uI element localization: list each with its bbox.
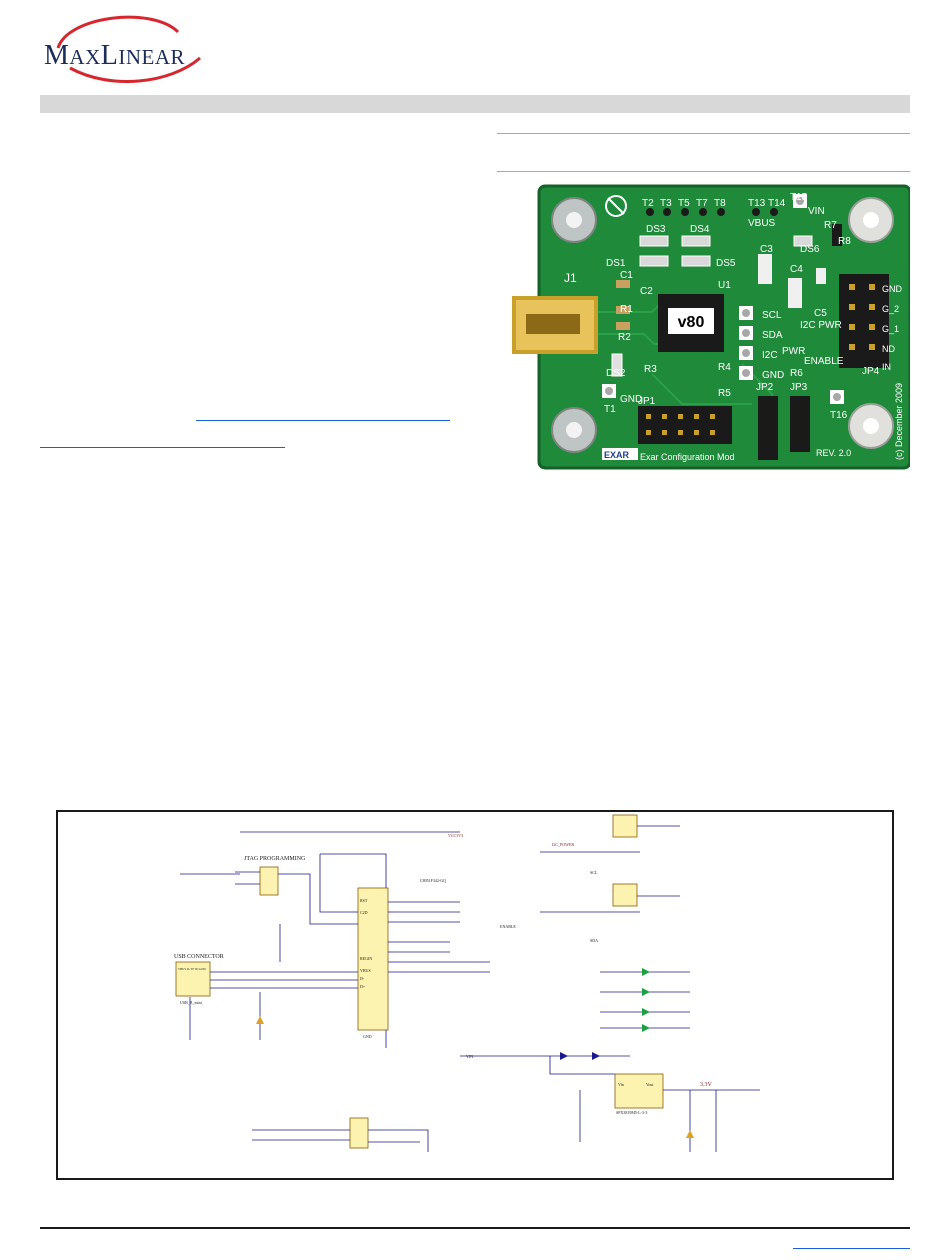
label-c1: C1 [620,270,633,281]
label-ds4: DS4 [690,224,710,235]
label-jp3: JP3 [790,382,808,393]
label-t7: T7 [696,198,708,209]
schematic-vbus-pin: VBUS [360,968,371,973]
label-enable: ENABLE [804,356,844,367]
label-jp4-pin-2: G_2 [882,304,899,314]
maxlinear-logo: MAXLINEAR [40,10,210,90]
label-jp4-pin-5: IN [882,362,891,372]
label-ds1: DS1 [606,258,626,269]
schematic-dminus-pin: D- [360,976,365,981]
label-t3: T3 [660,198,672,209]
label-c3: C3 [760,244,773,255]
label-j1: J1 [564,271,577,285]
label-pwr: PWR [782,346,805,357]
label-r4: R4 [718,362,731,373]
schematic-dplus-pin: D+ [360,984,366,989]
label-i2c: I2C [762,350,778,361]
section-rule-top [497,133,910,134]
chip-label: v80 [678,314,705,331]
label-t15: T15 [790,192,808,203]
header-bar [40,95,910,113]
footer-link-underline[interactable] [793,1248,910,1249]
label-c2: C2 [640,286,653,297]
logo-wordmark: MAXLINEAR [44,40,186,71]
schematic-i2c-power-label: I2C_POWER [552,842,574,847]
label-jp4-pin-3: G_1 [882,324,899,334]
footer-rule [40,1227,910,1229]
label-r8: R8 [838,236,851,247]
board-schematic: JTAG PROGRAMMING USB CONNECTOR USB_B_min… [160,812,890,1176]
lead-free-icon [605,195,627,217]
label-ds2: DS2 [606,368,626,379]
label-jp4: JP4 [862,366,880,377]
schematic-sda-label: SDA [590,938,598,943]
schematic-enable-label: ENABLE [500,924,516,929]
schematic-usb-label: USB CONNECTOR [174,954,224,960]
label-ds5: DS5 [716,258,736,269]
schematic-mcu-part: C8051F342-GQ [420,878,446,883]
schematic-c2d-pin: C2D [360,910,368,915]
label-t14: T14 [768,198,786,209]
schematic-usb-pins: VBUS D- D+ ID GND [178,967,207,971]
label-jp2: JP2 [756,382,774,393]
label-t13: T13 [748,198,766,209]
label-t5: T5 [678,198,690,209]
label-c5: C5 [814,308,827,319]
label-exar: EXAR [604,450,630,460]
schematic-vin-pin: Vin [618,1082,624,1087]
label-gnd: GND [620,394,642,405]
schematic-vcc-label: VCC3V3 [448,833,463,838]
label-r3: R3 [644,364,657,375]
label-r1: R1 [620,304,633,315]
schematic-gnd-pin: GND [363,1034,372,1039]
schematic-regulator-part: SPX3819M5-L-3-3 [616,1110,647,1115]
label-gnd2: GND [762,370,784,381]
label-rev: REV. 2.0 [816,448,851,458]
schematic-jtag-label: JTAG PROGRAMMING [244,856,306,862]
label-t16: T16 [830,410,848,421]
hyperlink-underline-continued[interactable] [40,447,285,448]
label-scl: SCL [762,310,782,321]
evaluation-board-photo: v80 [512,184,912,470]
hyperlink-underline[interactable] [196,420,450,421]
label-r7: R7 [824,220,837,231]
label-t8: T8 [714,198,726,209]
label-i2c-pwr: I2C PWR [800,320,842,331]
schematic-rst-pin: RST [360,898,368,903]
label-r5: R5 [718,388,731,399]
schematic-vin-label: VIN [466,1054,473,1059]
label-t2: T2 [642,198,654,209]
label-u1: U1 [718,280,731,291]
label-config: Exar Configuration Mod [640,452,735,462]
label-c4: C4 [790,264,803,275]
label-t1: T1 [604,404,616,415]
schematic-usb-part: USB_B_mini [180,1000,203,1005]
logo-swoosh-icon [56,15,201,83]
label-ds3: DS3 [646,224,666,235]
label-jp4-pin-1: GND [882,284,903,294]
schematic-vout-pin: Vout [646,1082,654,1087]
label-r2: R2 [618,332,631,343]
label-sda: SDA [762,330,783,341]
schematic-3v3-label: 3.3V [700,1082,713,1088]
label-vbus: VBUS [748,218,776,229]
label-vin: VIN [808,206,825,217]
label-copyright: (c) December 2009 [894,383,904,460]
schematic-regin-pin: REGIN [360,956,372,961]
label-jp4-pin-4: ND [882,344,895,354]
section-rule-bottom [497,171,910,172]
schematic-scl-label: SCL [590,870,598,875]
label-r6: R6 [790,368,803,379]
label-ds6: DS6 [800,244,820,255]
label-jp1: JP1 [638,396,656,407]
